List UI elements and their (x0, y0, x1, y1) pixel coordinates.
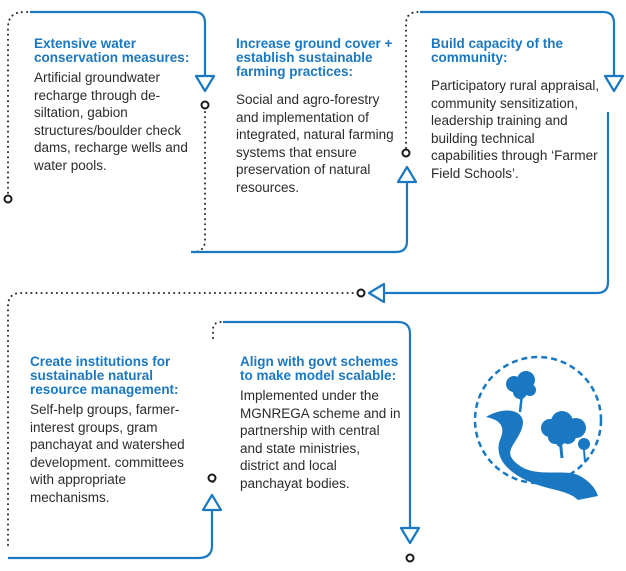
node-marker (405, 553, 415, 563)
step-description: Self-help groups, farmer-interest groups… (30, 402, 185, 505)
step-title: Create institutions for sustainable natu… (30, 354, 179, 397)
step-ground-cover: Increase ground cover + establish sustai… (236, 37, 396, 196)
arrow-down-icon (194, 74, 216, 93)
solid-connector (191, 182, 409, 254)
step-create-institutions: Create institutions for sustainable natu… (30, 355, 202, 506)
step-title: Extensive water conservation measures: (34, 36, 190, 65)
step-title: Build capacity of the community: (431, 36, 564, 65)
arrow-down-icon (603, 74, 625, 93)
solid-connector (8, 510, 214, 560)
arrow-up-icon (396, 165, 418, 184)
step-description: Social and agro-forestry and implementat… (236, 92, 394, 195)
arrow-left-icon (367, 282, 386, 304)
step-description: Artificial groundwater recharge through … (34, 70, 188, 173)
dotted-connector (405, 11, 421, 149)
solid-connector (420, 10, 616, 76)
dotted-connector (212, 321, 224, 339)
step-align-schemes: Align with govt schemes to make model sc… (240, 355, 402, 492)
dotted-connector (7, 11, 31, 199)
step-build-capacity: Build capacity of the community: Partici… (431, 37, 601, 182)
solid-connector (223, 320, 412, 528)
step-title: Increase ground cover + establish sustai… (236, 36, 393, 79)
step-title: Align with govt schemes to make model sc… (240, 354, 399, 383)
dotted-connector (7, 292, 354, 546)
trees-river-icon (473, 355, 603, 500)
solid-connector (384, 112, 610, 295)
solid-connector (30, 10, 207, 76)
arrow-up-icon (201, 493, 223, 512)
node-marker (200, 100, 210, 110)
step-water-conservation: Extensive water conservation measures: A… (34, 37, 199, 174)
step-description: Implemented under the MGNREGA scheme and… (240, 388, 401, 491)
node-marker (3, 194, 13, 204)
arrow-down-icon (399, 526, 421, 545)
step-description: Participatory rural appraisal, community… (431, 78, 600, 181)
node-marker (356, 288, 366, 298)
node-marker (401, 148, 411, 158)
node-marker (207, 473, 217, 483)
